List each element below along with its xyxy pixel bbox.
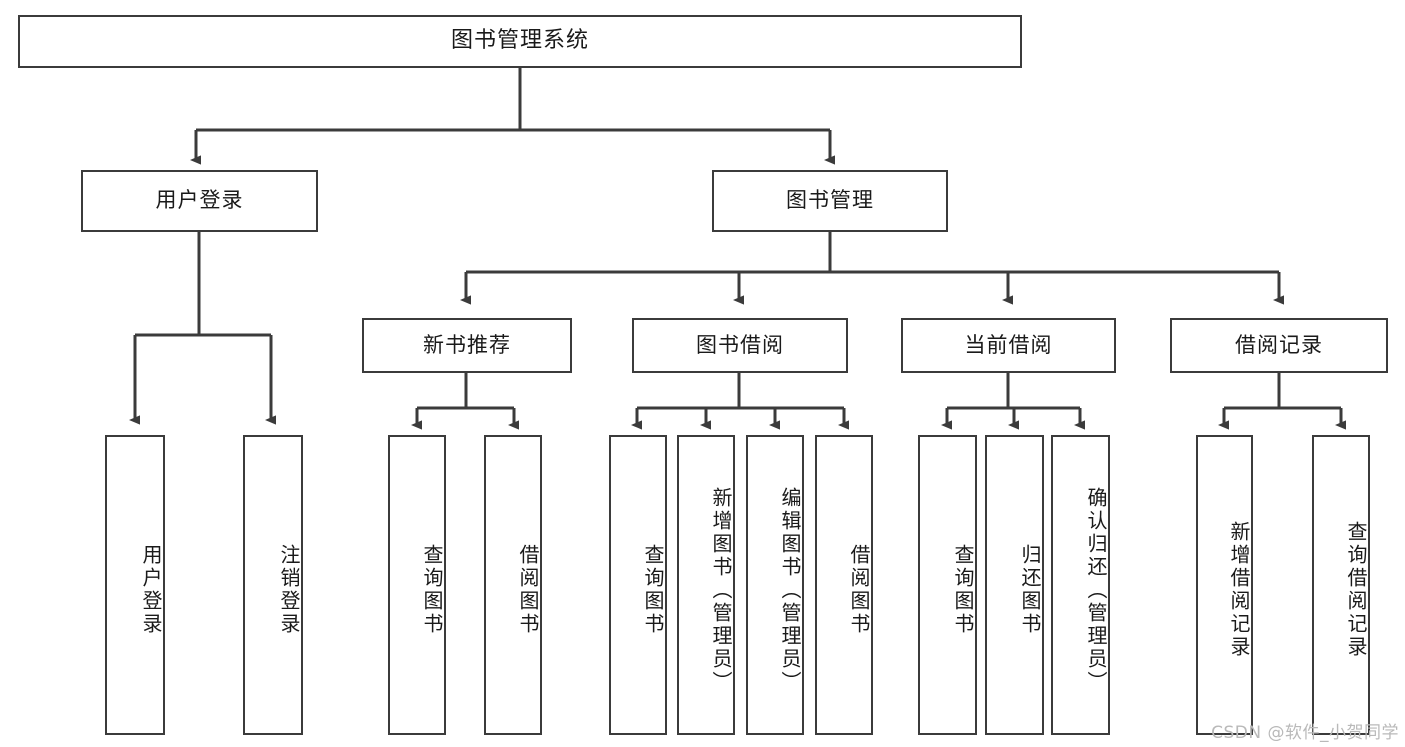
node-root[interactable]: 图书管理系统: [18, 15, 1022, 68]
node-leaf-borrow-book-1[interactable]: 借阅图书: [484, 435, 542, 735]
node-leaf-query-book-2[interactable]: 查询图书: [609, 435, 667, 735]
node-book-borrow[interactable]: 图书借阅: [632, 318, 848, 373]
node-leaf-query-record[interactable]: 查询借阅记录: [1312, 435, 1370, 735]
node-leaf-query-book-1[interactable]: 查询图书: [388, 435, 446, 735]
node-user-login[interactable]: 用户登录: [81, 170, 318, 232]
node-current-borrow[interactable]: 当前借阅: [901, 318, 1116, 373]
node-leaf-add-record[interactable]: 新增借阅记录: [1196, 435, 1253, 735]
node-leaf-query-book-3[interactable]: 查询图书: [918, 435, 977, 735]
node-book-manage[interactable]: 图书管理: [712, 170, 948, 232]
node-leaf-edit-book[interactable]: 编辑图书（管理员）: [746, 435, 804, 735]
node-leaf-return-book[interactable]: 归还图书: [985, 435, 1044, 735]
node-new-book-recommend[interactable]: 新书推荐: [362, 318, 572, 373]
node-borrow-record[interactable]: 借阅记录: [1170, 318, 1388, 373]
node-leaf-logout-login[interactable]: 注销登录: [243, 435, 303, 735]
node-leaf-user-login[interactable]: 用户登录: [105, 435, 165, 735]
node-leaf-confirm-return[interactable]: 确认归还（管理员）: [1051, 435, 1110, 735]
node-leaf-add-book[interactable]: 新增图书（管理员）: [677, 435, 735, 735]
node-leaf-borrow-book-2[interactable]: 借阅图书: [815, 435, 873, 735]
watermark-text: CSDN @软件_小贺同学: [1211, 723, 1399, 743]
